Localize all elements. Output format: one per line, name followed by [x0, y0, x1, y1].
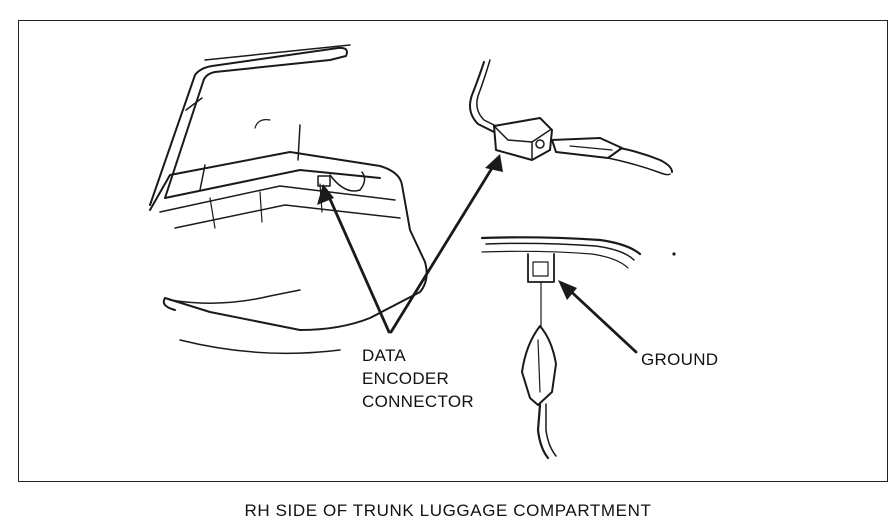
ground-detail — [480, 236, 642, 460]
label-line-data: DATA — [362, 346, 407, 365]
figure-caption: RH SIDE OF TRUNK LUGGAGE COMPARTMENT — [244, 501, 652, 520]
arrow-to-trunk-connector — [324, 188, 391, 334]
label-line-encoder: ENCODER — [362, 369, 450, 388]
arrowhead-trunk — [317, 184, 334, 205]
figure-frame — [18, 20, 888, 482]
arrowhead-ground — [558, 280, 577, 300]
label-line-connector: CONNECTOR — [362, 392, 474, 411]
data-encoder-connector-label: DATA ENCODER CONNECTOR — [362, 344, 474, 413]
ground-label: GROUND — [641, 350, 719, 369]
arrow-to-connector-detail — [389, 158, 499, 334]
arrowhead-connector — [485, 154, 503, 172]
rear-body — [162, 261, 428, 355]
trunk-lid — [149, 44, 351, 206]
leader-lines — [324, 158, 638, 354]
arrow-to-ground — [562, 283, 638, 354]
connector-detail — [469, 59, 673, 176]
trunk-compartment — [149, 119, 426, 263]
speck — [672, 252, 676, 256]
